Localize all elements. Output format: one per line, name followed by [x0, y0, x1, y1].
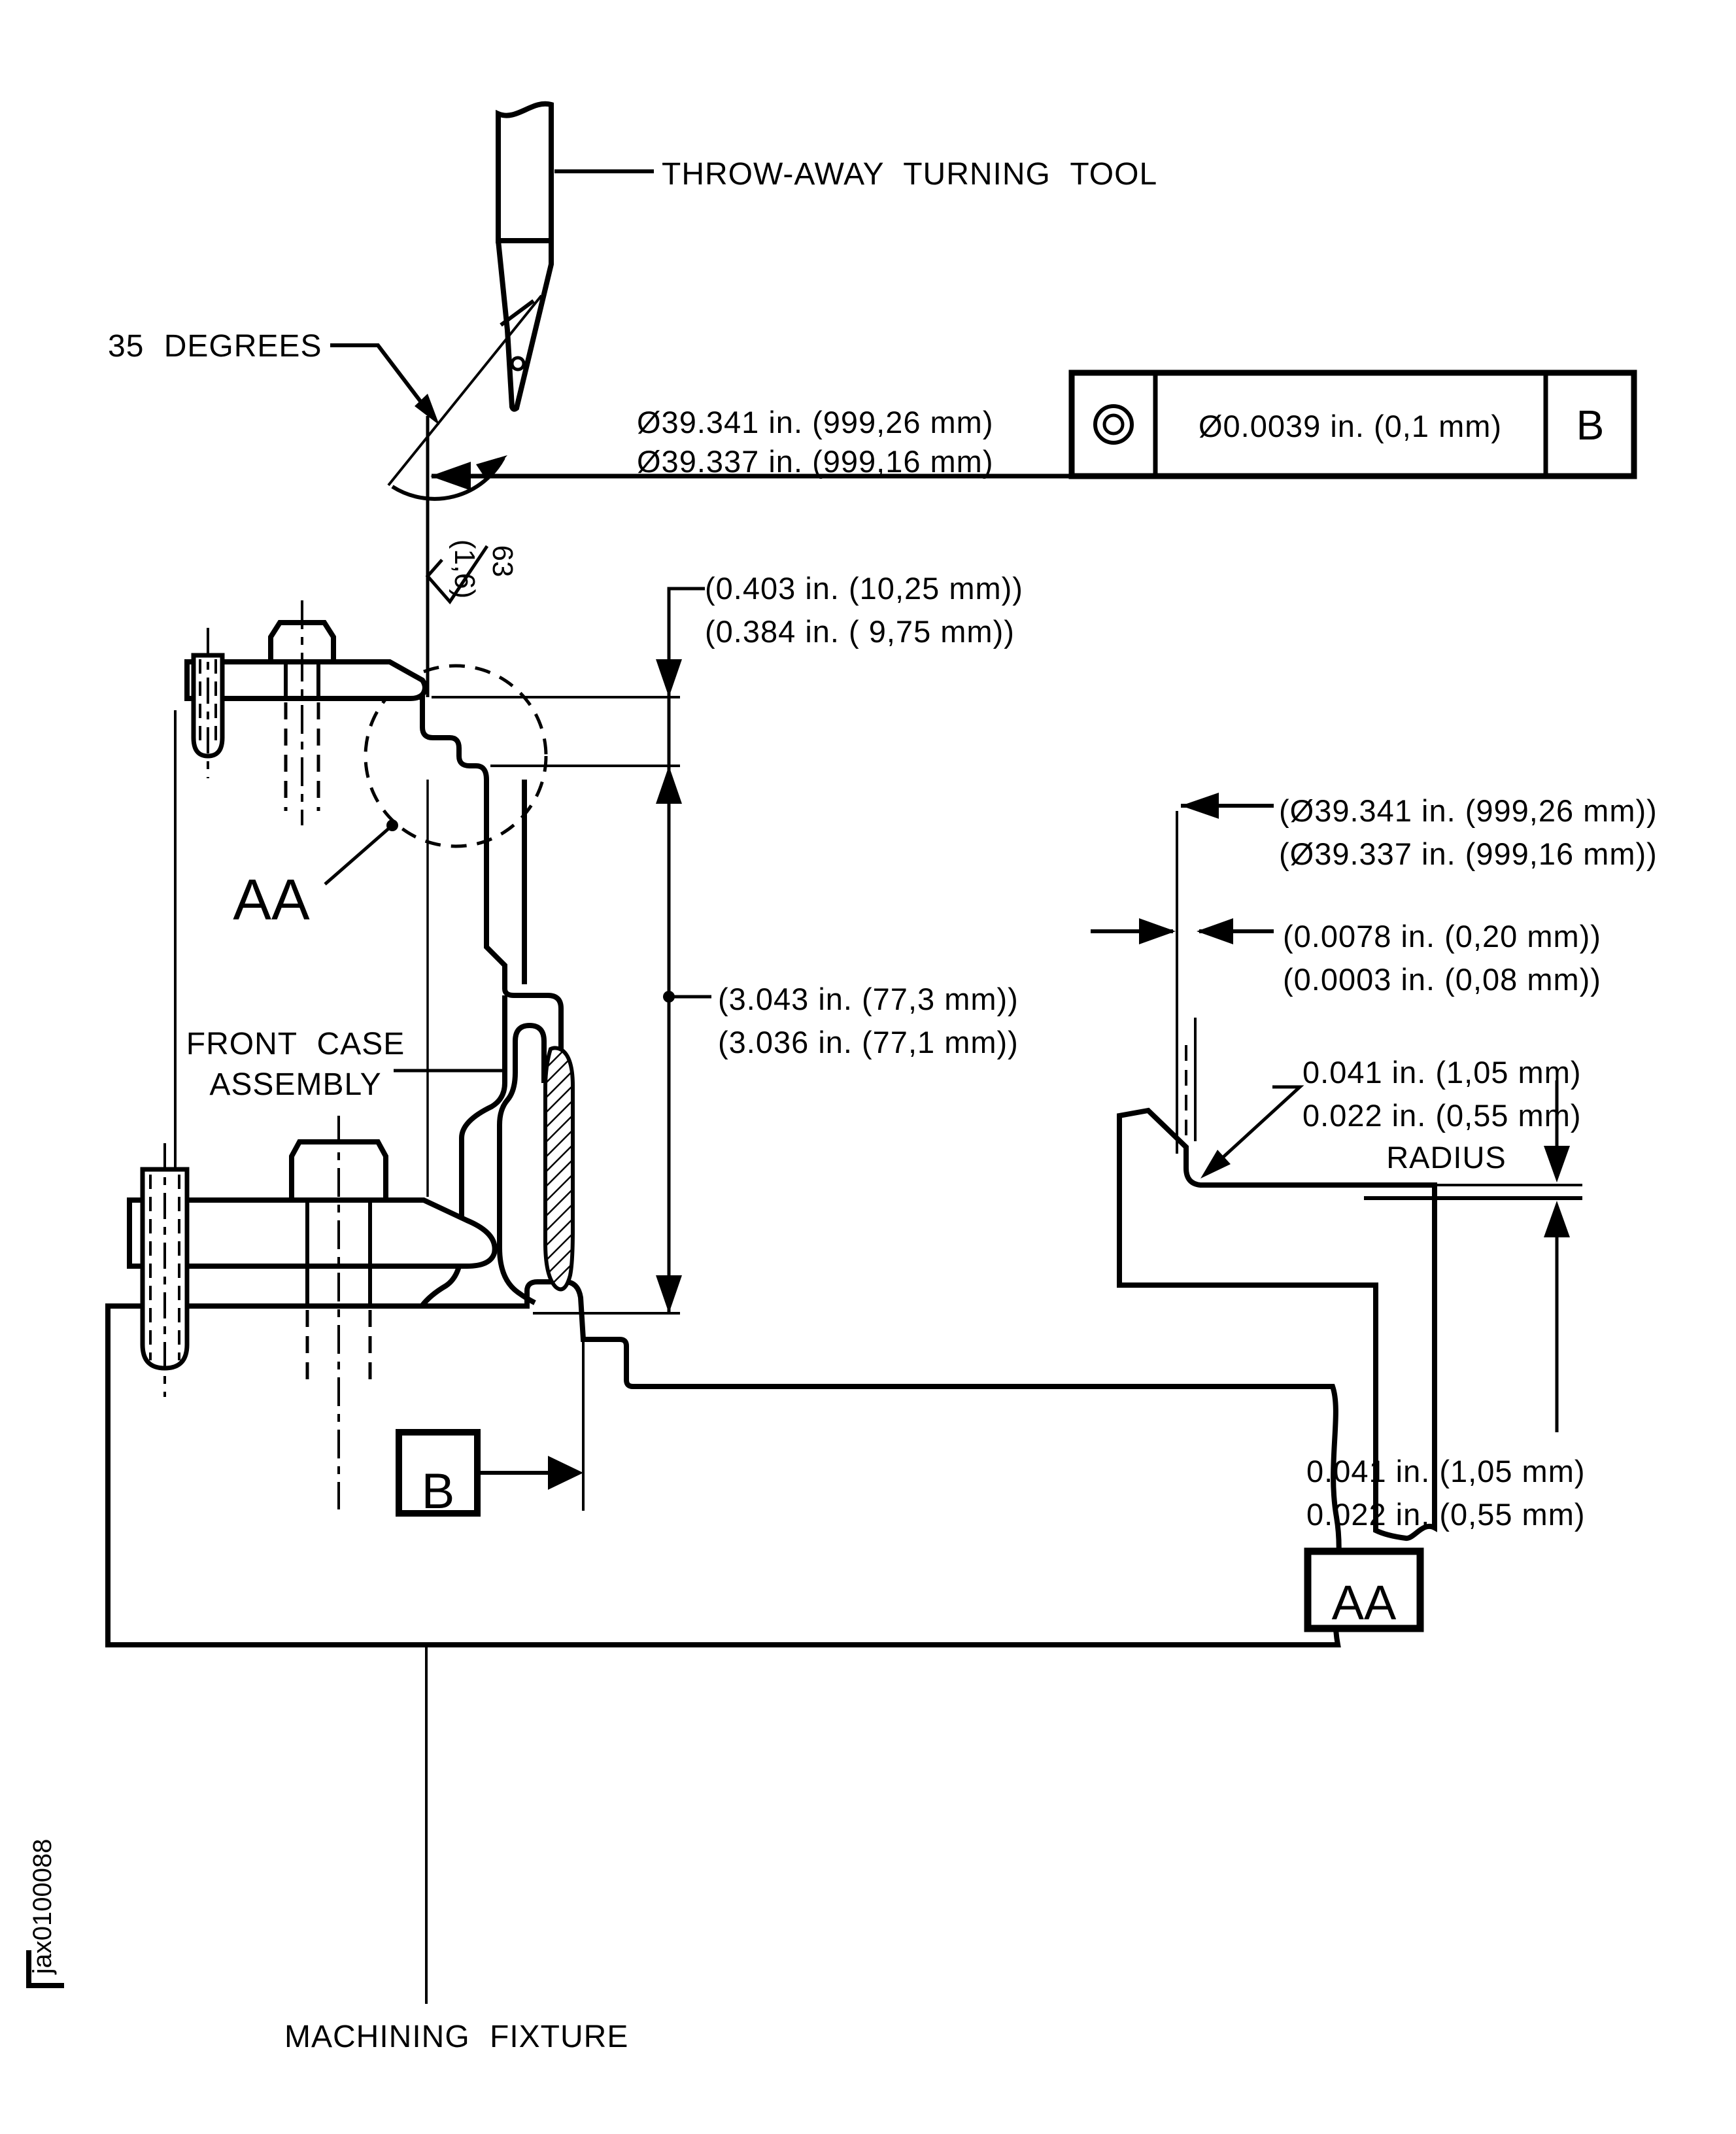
surface-finish-icon [425, 545, 489, 605]
fcf-datum-letter: B [1576, 402, 1605, 449]
angle-arc [391, 456, 505, 501]
depth-dim-line2: (0.384 in. ( 9,75 mm)) [705, 614, 1015, 649]
lower-clamp [127, 1116, 498, 1509]
detail-pointer-label: AA [233, 867, 310, 932]
detail-od-arrowhead [1181, 793, 1219, 819]
detail-od-line2: (Ø39.337 in. (999,16 mm)) [1279, 836, 1658, 871]
seal-section-hatched [543, 1046, 575, 1292]
radius-dim-line1: 0.041 in. (1,05 mm) [1302, 1055, 1582, 1090]
depth-arrow-down [656, 659, 682, 697]
insert-screw-icon [510, 356, 526, 371]
upper-clamp-bar [184, 659, 428, 701]
concentricity-icon [1093, 404, 1134, 445]
detail-title-text: AA [1332, 1575, 1397, 1630]
tool-nose [496, 240, 554, 412]
gap-dim-line2: (0.0003 in. (0,08 mm)) [1283, 962, 1601, 997]
gap-dim-line1: (0.0078 in. (0,20 mm)) [1283, 919, 1601, 954]
radius-leader-arrowhead [1200, 1150, 1231, 1179]
detail-circle-aa [364, 664, 548, 848]
step-arrowhead-down [1544, 1146, 1570, 1182]
od-dimension-arrowhead [430, 462, 471, 490]
surface-roughness-metric: (1,6) [449, 540, 481, 598]
height-dim-line1: (3.043 in. (77,3 mm)) [718, 982, 1019, 1016]
detail-aa-view: (Ø39.341 in. (999,26 mm)) (Ø39.337 in. (… [1091, 793, 1658, 1632]
turning-tool [387, 101, 554, 487]
lower-clamp-bar [127, 1197, 498, 1269]
detail-leader [324, 824, 394, 886]
radius-leader [1207, 1085, 1304, 1172]
tool-insert-seat [500, 299, 535, 327]
od-dim-line2: Ø39.337 in. (999,16 mm) [637, 444, 994, 479]
step-dim-line1: 0.041 in. (1,05 mm) [1306, 1454, 1586, 1489]
doc-number-block: jax0100088 [26, 1839, 64, 1988]
radius-dim-line2: 0.022 in. (0,55 mm) [1302, 1098, 1582, 1133]
gap-arrowhead-right [1197, 918, 1233, 944]
surface-roughness-value: 63 [486, 545, 519, 577]
angle-leader-arrowhead [415, 394, 439, 425]
front-case-label-2: ASSEMBLY [209, 1067, 381, 1102]
upper-clamp [184, 600, 428, 825]
doc-number: jax0100088 [28, 1839, 57, 1975]
front-case-label-1: FRONT CASE [186, 1027, 405, 1061]
datum-b-letter: B [422, 1464, 455, 1519]
datum-triangle-icon [548, 1456, 583, 1490]
step-arrowhead-up [1544, 1201, 1570, 1237]
detail-od-line1: (Ø39.341 in. (999,26 mm)) [1279, 793, 1658, 828]
od-dim-line1: Ø39.341 in. (999,26 mm) [637, 405, 994, 439]
doc-corner-bracket [26, 1950, 64, 1988]
concentricity-icon-inner [1102, 413, 1125, 436]
front-case-lower-wall [419, 995, 507, 1308]
step-dim-line2: 0.022 in. (0,55 mm) [1306, 1497, 1586, 1532]
fixture-label: MACHINING FIXTURE [284, 2020, 628, 2054]
gap-arrowhead-left [1139, 918, 1176, 944]
angle-label: 35 DEGREES [108, 329, 322, 364]
tool-label: THROW-AWAY TURNING TOOL [662, 157, 1157, 192]
height-arrow-down [656, 1275, 682, 1313]
height-dim-line2: (3.036 in. (77,1 mm)) [718, 1025, 1019, 1059]
radius-word: RADIUS [1386, 1140, 1506, 1175]
cutting-edge-construction-line [387, 294, 543, 487]
detail-title-box [1304, 1547, 1424, 1632]
feature-control-frame: Ø0.0039 in. (0,1 mm) B [1068, 370, 1637, 479]
machining-fixture-outline [105, 1279, 1342, 1647]
fcf-border [1068, 370, 1637, 479]
depth-dim-line1: (0.403 in. (10,25 mm)) [705, 571, 1023, 606]
fcf-tolerance: Ø0.0039 in. (0,1 mm) [1199, 409, 1502, 443]
angle-leader [330, 343, 434, 417]
detail-part-profile [1117, 1107, 1437, 1541]
tool-shank [496, 101, 554, 243]
